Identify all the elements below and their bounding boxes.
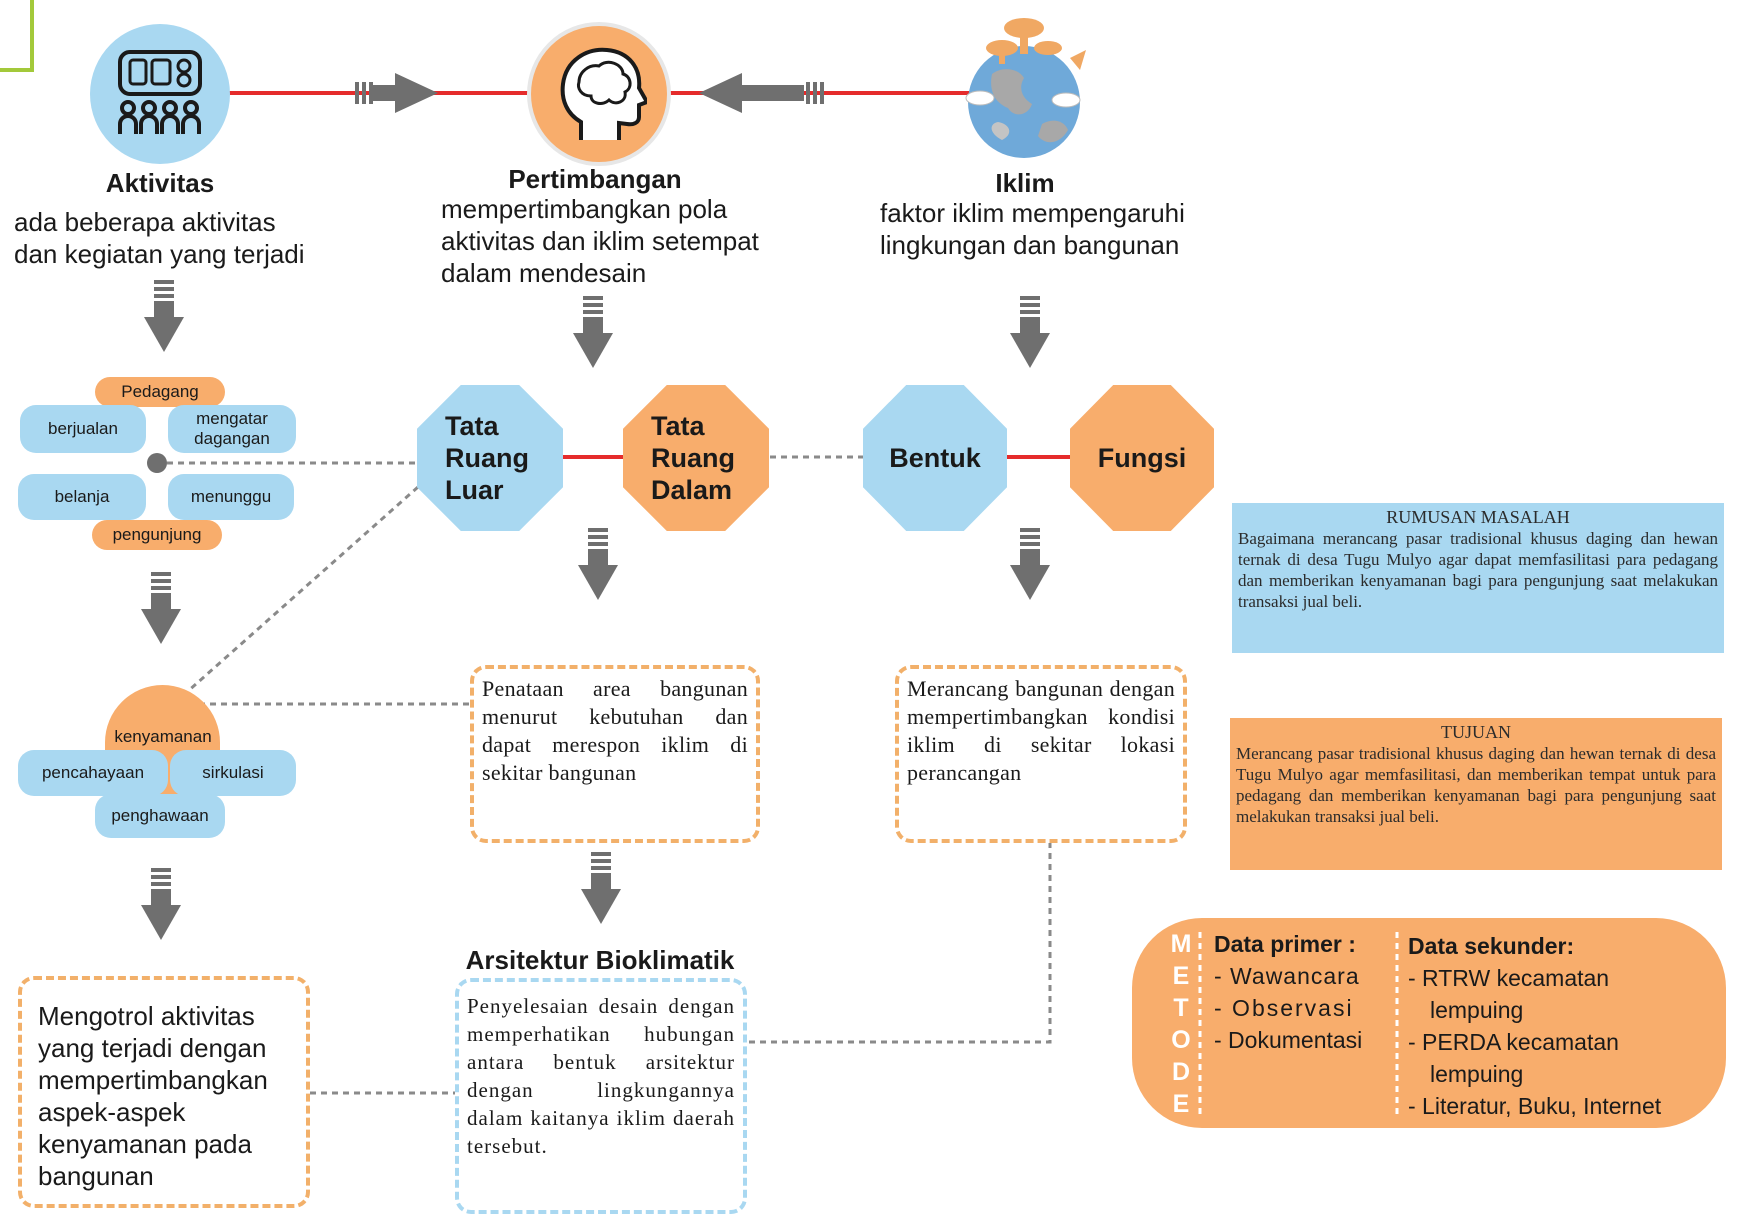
down-arrow-icon <box>141 868 181 940</box>
activities-icon <box>118 50 202 134</box>
down-arrow-icon <box>581 852 621 924</box>
tujuan-title: TUJUAN <box>1441 722 1511 742</box>
tujuan-text: Merancang pasar tradisional khusus dagin… <box>1236 744 1716 826</box>
left-arrow-icon <box>699 73 824 113</box>
down-arrow-icon <box>1010 528 1050 600</box>
penataan-box: Penataan area bangunan menurut kebutuhan… <box>470 665 760 843</box>
arsitektur-box: Penyelesaian desain dengan memperhatikan… <box>455 978 747 1214</box>
kenyamanan-label: kenyamanan <box>114 727 212 746</box>
rumusan-text: Bagaimana merancang pasar tradisional kh… <box>1238 529 1718 611</box>
data-sekunder-list: Data sekunder: - RTRW kecamatan lempuing… <box>1408 930 1661 1122</box>
down-arrow-icon <box>144 280 184 352</box>
junction-dot <box>147 453 167 473</box>
pedagang-pill: Pedagang <box>95 377 225 407</box>
pertimbangan-circle <box>527 22 671 166</box>
tata-ruang-dalam-node: Tata Ruang Dalam <box>623 385 769 531</box>
rumusan-title: RUMUSAN MASALAH <box>1386 507 1570 527</box>
brain-head-icon <box>560 47 647 140</box>
pencahayaan-pill: pencahayaan <box>18 750 168 796</box>
arsitektur-bioklimatik-title: Arsitektur Bioklimatik <box>465 945 735 975</box>
down-arrow-icon <box>1010 296 1050 368</box>
belanja-pill: belanja <box>18 474 146 520</box>
pertimbangan-desc: mempertimbangkan pola aktivitas dan ikli… <box>441 194 759 288</box>
globe-icon <box>965 18 1086 158</box>
penghawaan-pill: penghawaan <box>95 794 225 838</box>
fungsi-node: Fungsi <box>1070 385 1214 531</box>
menunggu-pill: menunggu <box>168 474 294 520</box>
tata-ruang-luar-node: Tata Ruang Luar <box>417 385 563 531</box>
down-arrow-icon <box>141 572 181 644</box>
pengunjung-pill: pengunjung <box>92 520 222 550</box>
rumusan-masalah-panel: RUMUSAN MASALAH Bagaimana merancang pasa… <box>1232 503 1724 653</box>
berjualan-pill: berjualan <box>20 405 146 453</box>
bentuk-node: Bentuk <box>863 385 1007 531</box>
right-arrow-icon <box>355 73 438 113</box>
metode-dividers <box>1198 932 1399 1114</box>
pertimbangan-title: Pertimbangan <box>508 164 682 194</box>
tujuan-panel: TUJUAN Merancang pasar tradisional khusu… <box>1230 718 1722 870</box>
iklim-desc: faktor iklim mempengaruhi lingkungan dan… <box>880 198 1185 260</box>
metode-letters: M E T O D E <box>1170 930 1192 1118</box>
down-arrow-icon <box>573 296 613 368</box>
iklim-title: Iklim <box>995 168 1055 198</box>
data-sekunder-title: Data sekunder: <box>1408 933 1575 959</box>
data-primer-list: Data primer : - Wawancara - Observasi - … <box>1214 928 1362 1056</box>
sirkulasi-pill: sirkulasi <box>170 750 296 796</box>
down-arrow-icon <box>578 528 618 600</box>
iklim-circle <box>962 14 1092 164</box>
merancang-box: Merancang bangunan dengan mempertimbangk… <box>895 665 1187 843</box>
metode-panel <box>1132 918 1726 1128</box>
aktivitas-title: Aktivitas <box>105 168 215 198</box>
mengontrol-box: Mengotrol aktivitas yang terjadi dengan … <box>18 976 310 1208</box>
aktivitas-circle <box>90 24 230 164</box>
data-primer-title: Data primer : <box>1214 931 1356 957</box>
mengatar-dagangan-pill: mengatar dagangan <box>168 405 296 453</box>
aktivitas-desc: ada beberapa aktivitas dan kegiatan yang… <box>14 207 305 269</box>
